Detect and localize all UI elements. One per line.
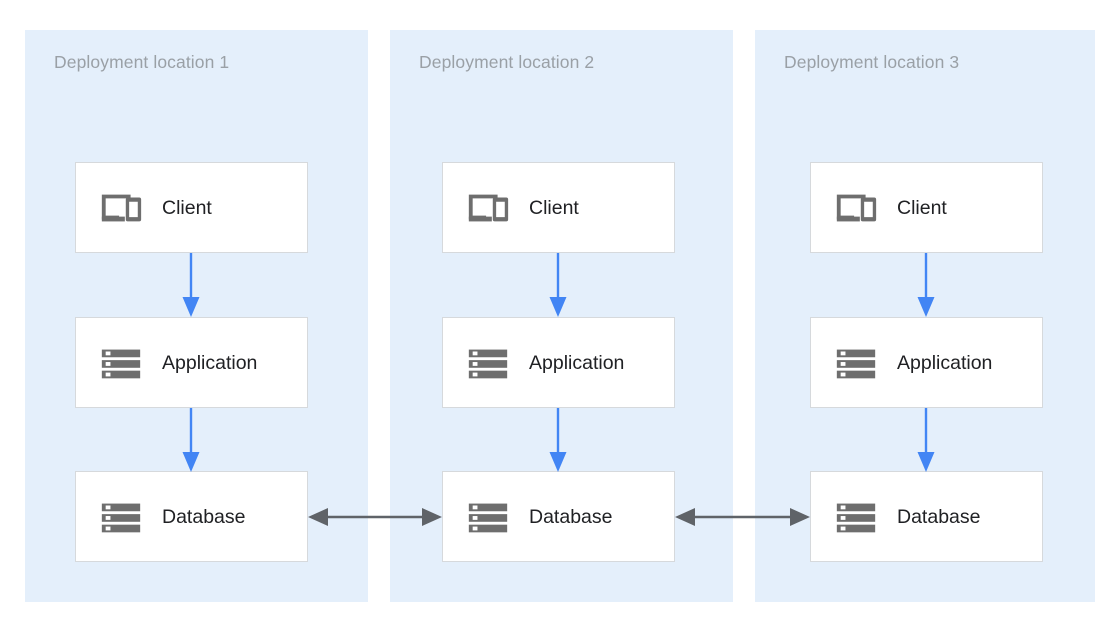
node-client-3[interactable]: Client — [810, 162, 1043, 253]
node-database-3[interactable]: Database — [810, 471, 1043, 562]
connector-application-3-database-3 — [917, 408, 935, 472]
connector-application-1-database-1 — [182, 408, 200, 472]
connector-database-2-database-3 — [675, 508, 810, 526]
node-application-1[interactable]: Application — [75, 317, 308, 408]
server-icon — [468, 503, 508, 532]
node-label-client-2: Client — [529, 196, 579, 219]
server-icon — [836, 349, 876, 378]
node-label-client-1: Client — [162, 196, 212, 219]
node-label-application-2: Application — [529, 351, 625, 374]
node-label-client-3: Client — [897, 196, 947, 219]
devices-icon — [101, 194, 142, 221]
connector-database-1-database-2 — [308, 508, 442, 526]
zone-title-1: Deployment location 1 — [54, 52, 230, 72]
node-label-database-3: Database — [897, 505, 981, 528]
devices-icon — [836, 194, 877, 221]
zone-title-2: Deployment location 2 — [419, 52, 595, 72]
connector-client-1-application-1 — [182, 253, 200, 317]
devices-icon — [468, 194, 509, 221]
node-application-2[interactable]: Application — [442, 317, 675, 408]
server-icon — [836, 503, 876, 532]
node-label-database-1: Database — [162, 505, 246, 528]
node-client-1[interactable]: Client — [75, 162, 308, 253]
node-database-1[interactable]: Database — [75, 471, 308, 562]
node-application-3[interactable]: Application — [810, 317, 1043, 408]
node-client-2[interactable]: Client — [442, 162, 675, 253]
node-label-application-1: Application — [162, 351, 258, 374]
node-label-database-2: Database — [529, 505, 613, 528]
server-icon — [101, 349, 141, 378]
connector-client-3-application-3 — [917, 253, 935, 317]
node-label-application-3: Application — [897, 351, 993, 374]
zone-title-3: Deployment location 3 — [784, 52, 960, 72]
connector-application-2-database-2 — [549, 408, 567, 472]
server-icon — [101, 503, 141, 532]
server-icon — [468, 349, 508, 378]
connector-client-2-application-2 — [549, 253, 567, 317]
node-database-2[interactable]: Database — [442, 471, 675, 562]
